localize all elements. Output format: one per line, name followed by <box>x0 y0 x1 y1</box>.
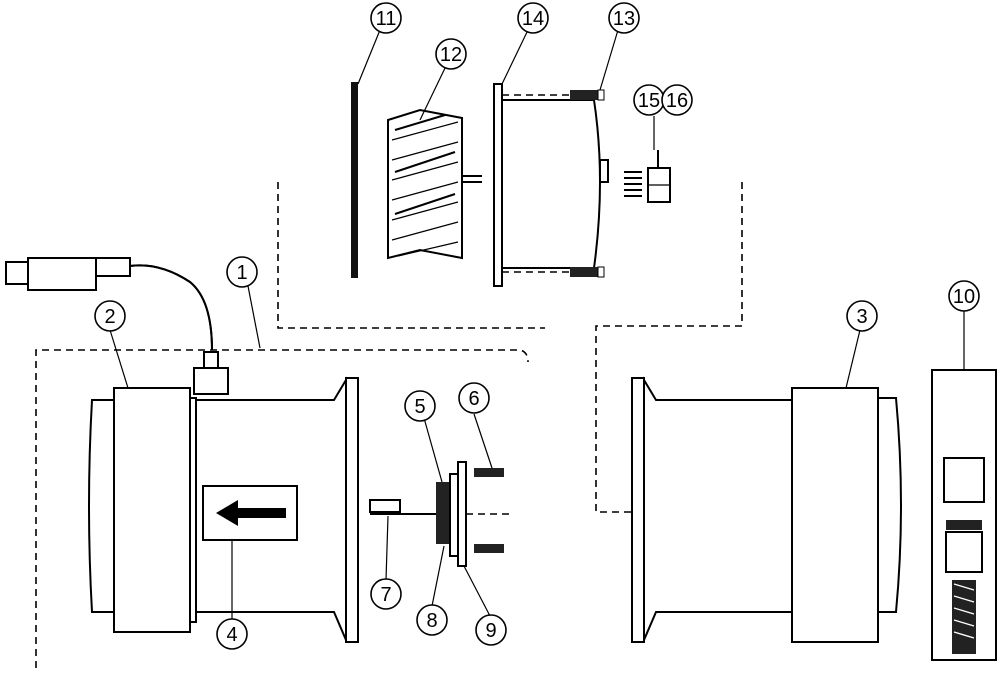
callout-4: 4 <box>216 618 248 650</box>
part-13-screws <box>502 89 605 278</box>
callout-2: 2 <box>94 300 126 332</box>
svg-text:16: 16 <box>666 90 688 112</box>
callout-13: 13 <box>608 2 640 34</box>
callout-16: 16 <box>661 84 693 116</box>
part-11-gasket <box>351 82 358 278</box>
callout-1: 1 <box>226 256 258 288</box>
callout-15: 15 <box>633 84 665 116</box>
part-9-plate <box>457 461 512 567</box>
svg-text:1: 1 <box>236 262 247 284</box>
part-12-impeller <box>387 108 482 260</box>
svg-text:5: 5 <box>414 396 425 418</box>
leader-lines <box>109 29 965 620</box>
callout-12: 12 <box>435 38 467 70</box>
dashed-group-line-lower <box>35 349 529 668</box>
dashed-group-line-upper <box>277 182 743 513</box>
svg-text:15: 15 <box>638 90 660 112</box>
svg-text:10: 10 <box>953 286 975 308</box>
part-1-sensor-cable <box>5 257 229 395</box>
svg-text:6: 6 <box>468 388 479 410</box>
part-14-cover <box>493 83 609 287</box>
svg-text:4: 4 <box>226 624 237 646</box>
svg-text:13: 13 <box>613 8 635 30</box>
svg-text:3: 3 <box>856 306 867 328</box>
part-10-sensor-assembly <box>931 369 997 661</box>
callout-11: 11 <box>370 2 402 34</box>
svg-text:14: 14 <box>522 8 544 30</box>
svg-text:2: 2 <box>104 306 115 328</box>
svg-text:9: 9 <box>485 620 496 642</box>
callout-3: 3 <box>846 300 878 332</box>
callout-8: 8 <box>416 604 448 636</box>
callout-6: 6 <box>458 382 490 414</box>
callout-7: 7 <box>370 578 402 610</box>
svg-text:11: 11 <box>376 8 397 30</box>
svg-text:7: 7 <box>380 584 391 606</box>
part-4-flow-arrow-label <box>202 485 298 541</box>
part-3-outlet-body <box>631 376 902 643</box>
callout-9: 9 <box>475 614 507 646</box>
callout-10: 10 <box>948 280 980 312</box>
part-6-screws <box>474 468 504 553</box>
svg-text:12: 12 <box>440 44 462 66</box>
callout-5: 5 <box>404 390 436 422</box>
part-5-8-bearing <box>436 473 459 557</box>
part-7-shaft <box>369 499 440 515</box>
callout-14: 14 <box>517 2 549 34</box>
arrow-left-icon <box>216 500 286 526</box>
svg-text:8: 8 <box>426 610 437 632</box>
part-15-16-spring-bolt <box>624 150 671 203</box>
